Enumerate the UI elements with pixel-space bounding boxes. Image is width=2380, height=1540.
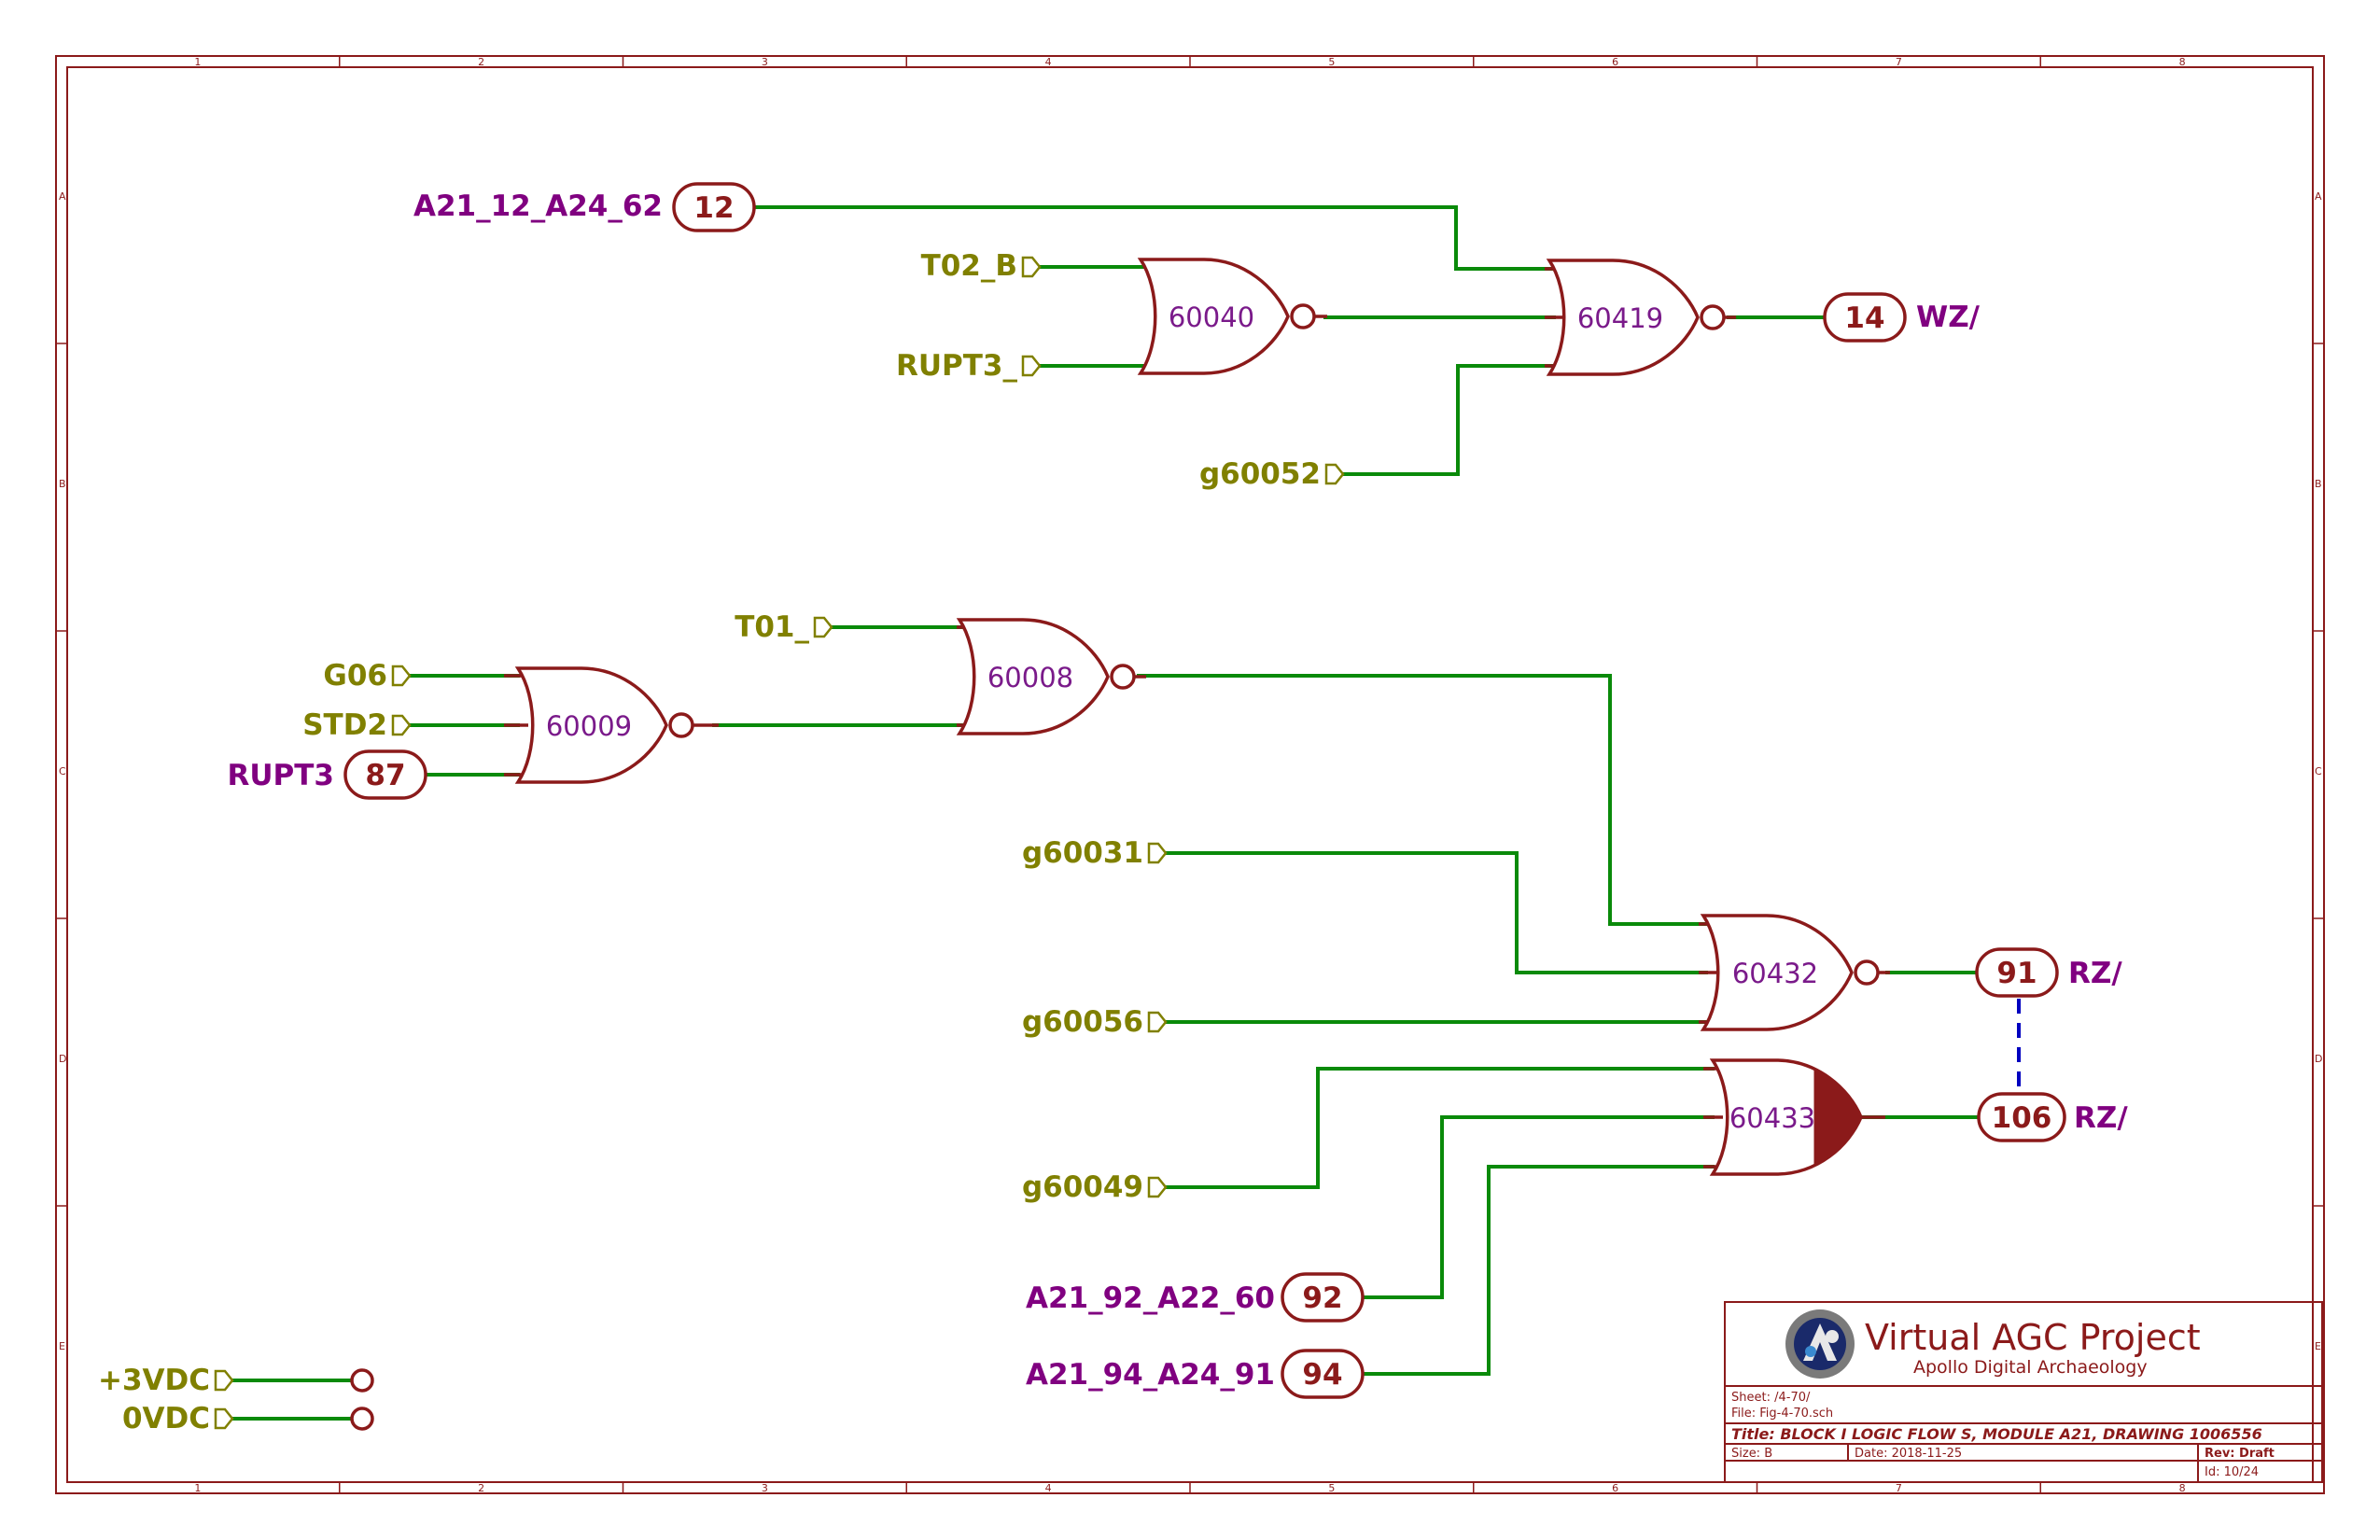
gate-label: 60040 — [1169, 301, 1254, 333]
file-name: File: Fig-4-70.sch — [1731, 1407, 1833, 1421]
hier-labels: A21_12_A24_62 WZ/ RUPT3 RZ/ RZ/ A21_92_A… — [228, 189, 2129, 1392]
signal-rz-2: RZ/ — [2074, 1101, 2128, 1135]
signal-t01-: T01_ — [735, 610, 809, 644]
sheet-size: Size: B — [1731, 1447, 1772, 1461]
gate-label: 60419 — [1577, 302, 1663, 334]
column-label: 3 — [762, 1482, 768, 1494]
project-subtitle: Apollo Digital Archaeology — [1913, 1357, 2148, 1378]
column-label: 6 — [1612, 1482, 1618, 1494]
column-label: 4 — [1045, 56, 1052, 68]
column-label: 1 — [194, 1482, 201, 1494]
column-label: 5 — [1328, 56, 1335, 68]
svg-text:94: 94 — [1302, 1358, 1342, 1392]
column-label: 7 — [1896, 56, 1902, 68]
sheet-path: Sheet: /4-70/ — [1731, 1391, 1811, 1405]
row-label: A — [2315, 190, 2322, 203]
signal-rz-1: RZ/ — [2068, 957, 2122, 990]
column-label: 3 — [762, 56, 768, 68]
column-label: 2 — [478, 56, 484, 68]
signal-vdc0: 0VDC — [122, 1402, 210, 1435]
signal-g60056: g60056 — [1022, 1005, 1143, 1039]
signal-rupt3: RUPT3 — [228, 759, 334, 792]
signal-rupt3-: RUPT3_ — [896, 349, 1017, 383]
row-label: A — [59, 190, 66, 203]
gate-label: 60008 — [987, 662, 1073, 693]
connector-14[interactable]: 14 — [1823, 292, 1907, 343]
connector-87[interactable]: 87 — [343, 749, 427, 800]
title-block: Virtual AGC Project Apollo Digital Archa… — [1724, 1301, 2323, 1483]
row-label: B — [2315, 478, 2322, 490]
signal-a21-92-a22-60: A21_92_A22_60 — [1026, 1281, 1275, 1315]
gate-label: 60009 — [546, 710, 632, 742]
drawing-title: Title: BLOCK I LOGIC FLOW S, MODULE A21,… — [1731, 1425, 2262, 1443]
signal-g60052: g60052 — [1199, 457, 1321, 491]
row-label: C — [2315, 765, 2322, 777]
column-label: 6 — [1612, 56, 1618, 68]
nor-gate-60419[interactable]: 60419 — [1545, 259, 1736, 376]
revision: Rev: Draft — [2205, 1447, 2275, 1461]
nor-gate-60008[interactable]: 60008 — [956, 618, 1146, 735]
wires — [231, 205, 1981, 1421]
connector-91[interactable]: 91 — [1975, 947, 2059, 998]
power-terminals — [350, 1368, 374, 1431]
row-label: D — [2315, 1053, 2322, 1065]
connector-92[interactable]: 92 — [1281, 1272, 1365, 1323]
nor-gate-60009[interactable]: 60009 — [504, 666, 719, 784]
column-label: 4 — [1045, 1482, 1052, 1494]
column-label: 5 — [1328, 1482, 1335, 1494]
local-labels: T02_B RUPT3_ g60052 T01_ G06 STD2 g60031… — [98, 249, 1345, 1435]
signal-g60031: g60031 — [1022, 836, 1143, 870]
drawing-date: Date: 2018-11-25 — [1855, 1447, 1962, 1461]
svg-text:91: 91 — [1996, 957, 2037, 990]
column-label: 8 — [2179, 56, 2186, 68]
column-label: 1 — [194, 56, 201, 68]
nor-gate-60040[interactable]: 60040 — [1137, 258, 1327, 375]
signal-a21-94-a24-91: A21_94_A24_91 — [1026, 1358, 1275, 1392]
signal-t02-b: T02_B — [921, 249, 1017, 283]
row-label: B — [59, 478, 66, 490]
signal-vdc3: +3VDC — [98, 1364, 210, 1397]
row-label: E — [2315, 1340, 2321, 1352]
gate-label: 60433 — [1729, 1102, 1815, 1134]
row-label: C — [59, 765, 66, 777]
project-title: Virtual AGC Project — [1865, 1317, 2201, 1358]
connector-94[interactable]: 94 — [1281, 1349, 1365, 1399]
column-label: 7 — [1896, 1482, 1902, 1494]
svg-text:92: 92 — [1302, 1281, 1342, 1315]
row-label: E — [59, 1340, 65, 1352]
signal-wz: WZ/ — [1916, 301, 1981, 334]
expander-gate-60433[interactable]: 60433 — [1703, 1058, 1885, 1176]
column-label: 2 — [478, 1482, 484, 1494]
nor-gate-60432[interactable]: 60432 — [1699, 914, 1890, 1031]
svg-text:106: 106 — [1992, 1101, 2052, 1135]
signal-g06: G06 — [323, 659, 387, 693]
signal-g60049: g60049 — [1022, 1170, 1143, 1204]
row-label: D — [59, 1053, 66, 1065]
connectors: 12 14 87 91 106 92 94 — [343, 182, 2066, 1399]
svg-text:12: 12 — [693, 191, 734, 225]
apollo-nasa-logo — [1785, 1309, 1855, 1379]
connector-106[interactable]: 106 — [1977, 1092, 2066, 1142]
svg-text:14: 14 — [1844, 301, 1884, 335]
signal-std2: STD2 — [302, 708, 387, 742]
sheet-id: Id: 10/24 — [2205, 1465, 2259, 1479]
gate-label: 60432 — [1732, 958, 1818, 989]
connector-12[interactable]: 12 — [672, 182, 756, 232]
svg-text:87: 87 — [365, 759, 405, 792]
signal-a21-12-a24-62: A21_12_A24_62 — [413, 189, 663, 223]
column-label: 8 — [2179, 1482, 2186, 1494]
